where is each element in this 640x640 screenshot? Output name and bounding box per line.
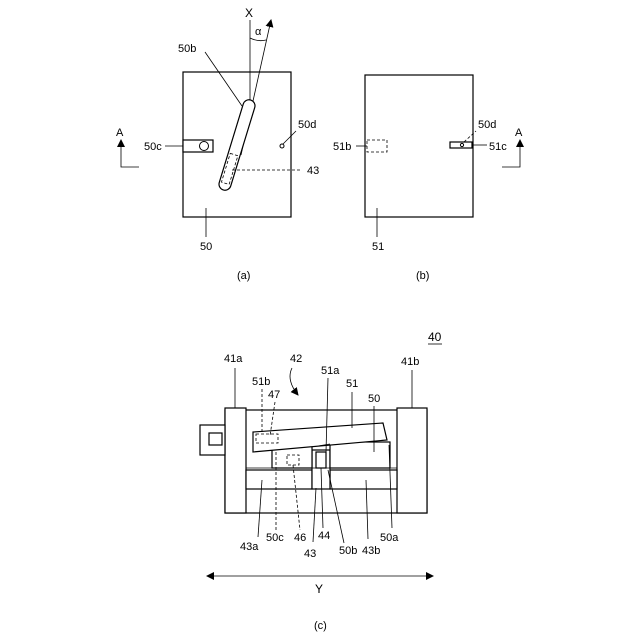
section-label-b: A — [515, 127, 523, 139]
panel-a: X α 50b 50c 50d 43 50 A (a) — [116, 6, 319, 282]
label-50c: 50c — [144, 141, 162, 153]
beam-43b — [330, 470, 397, 489]
label-43b: 43b — [362, 545, 380, 557]
slot-51c — [450, 142, 472, 148]
label-42: 42 — [290, 353, 302, 365]
section-arrow-a — [121, 149, 139, 167]
alpha-arc — [250, 38, 266, 41]
label-50-c: 50 — [368, 393, 380, 405]
label-50a: 50a — [380, 532, 399, 544]
beam-43a — [246, 470, 312, 489]
label-46: 46 — [294, 532, 306, 544]
section-label-a: A — [116, 127, 124, 139]
label-50d-b: 50d — [478, 119, 496, 131]
label-41a: 41a — [224, 353, 243, 365]
caption-c: (c) — [314, 620, 327, 632]
label-41b: 41b — [401, 356, 419, 368]
block-44 — [316, 452, 326, 468]
arrow-42 — [290, 368, 298, 395]
label-44: 44 — [318, 530, 330, 542]
label-43-c: 43 — [304, 548, 316, 560]
y-axis-label: Y — [315, 582, 323, 596]
label-50: 50 — [200, 241, 212, 253]
caption-b: (b) — [416, 270, 429, 282]
label-47: 47 — [268, 389, 280, 401]
label-51: 51 — [372, 241, 384, 253]
label-50b-c: 50b — [339, 545, 357, 557]
plate-50-right — [330, 442, 390, 468]
panel-c: 40 41a 41b 42 51b 47 — [200, 330, 442, 632]
label-40: 40 — [428, 330, 442, 344]
pillar-41a — [225, 408, 246, 513]
label-50d: 50d — [298, 119, 316, 131]
label-51b-c: 51b — [252, 376, 270, 388]
caption-a: (a) — [237, 270, 250, 282]
label-51b: 51b — [333, 141, 351, 153]
label-51c: 51c — [489, 141, 507, 153]
label-51-c: 51 — [346, 378, 358, 390]
label-51a: 51a — [321, 365, 340, 377]
clamp-knob — [209, 433, 222, 445]
x-axis-label: X — [245, 6, 253, 20]
label-43a: 43a — [240, 541, 259, 553]
pillar-41b — [397, 408, 427, 513]
label-43: 43 — [307, 165, 319, 177]
label-50c-c: 50c — [266, 532, 284, 544]
label-50b: 50b — [178, 43, 196, 55]
panel-b: 51b 50d 51c 51 A (b) — [333, 75, 523, 282]
alpha-label: α — [255, 26, 262, 38]
